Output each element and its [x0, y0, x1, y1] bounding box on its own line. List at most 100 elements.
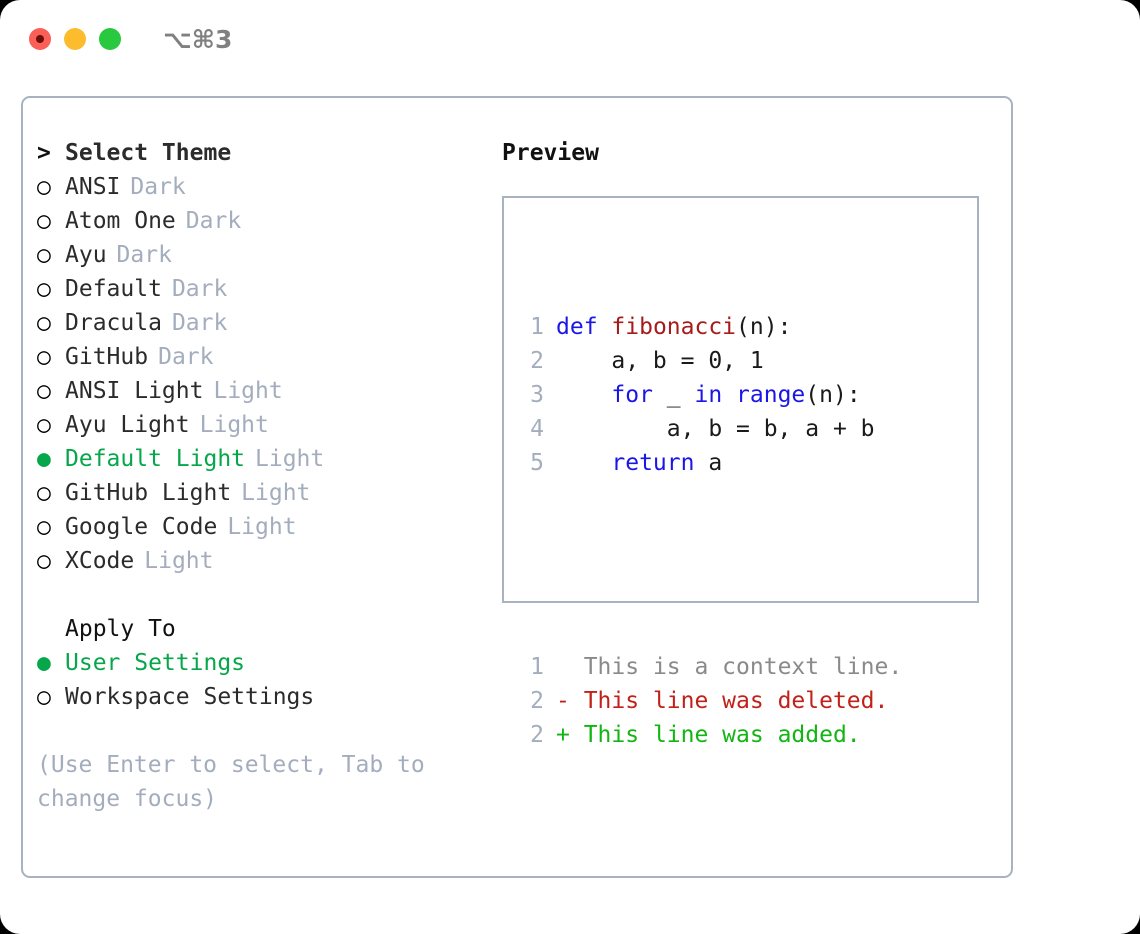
diff-line-text: This line was added. — [569, 722, 861, 748]
theme-option-ayu-light[interactable]: ○ Ayu Light Light — [37, 408, 497, 442]
radio-unselected-icon: ○ — [37, 412, 51, 438]
line-number: 1 — [530, 314, 544, 340]
theme-variant-badge: Light — [213, 378, 283, 404]
theme-option-dracula[interactable]: ○ Dracula Dark — [37, 306, 497, 340]
theme-variant-badge: Dark — [158, 344, 214, 370]
theme-variant-badge: Dark — [116, 242, 172, 268]
code-line: 1 def fibonacci(n): — [518, 310, 902, 344]
traffic-lights — [29, 28, 121, 50]
keyboard-shortcut-label: ⌥⌘3 — [163, 24, 233, 54]
list-spacer — [37, 578, 497, 612]
theme-variant-badge: Dark — [171, 310, 228, 336]
theme-option-label: Ayu Light — [65, 412, 190, 438]
code-line-text: a, b = b, a + b — [556, 412, 875, 446]
radio-unselected-icon: ○ — [37, 276, 51, 302]
diff-line: 2- This line was deleted. — [518, 684, 902, 718]
code-token: a — [694, 450, 723, 476]
theme-option-label: Google Code — [65, 514, 218, 540]
code-blank-line — [518, 548, 902, 582]
minimize-button[interactable] — [64, 28, 86, 50]
code-line: 5 return a — [518, 446, 902, 480]
radio-unselected-icon: ○ — [37, 548, 51, 574]
apply-to-option-user-settings[interactable]: ● User Settings — [37, 646, 497, 680]
apply-to-option-workspace-settings[interactable]: ○ Workspace Settings — [37, 680, 497, 714]
line-number: 1 — [530, 654, 544, 680]
radio-unselected-icon: ○ — [37, 378, 51, 404]
line-number: 2 — [530, 722, 544, 748]
radio-selected-icon: ● — [37, 650, 51, 676]
theme-option-label: ANSI Light — [65, 378, 204, 404]
code-token: range — [736, 382, 806, 408]
code-token — [556, 450, 611, 476]
theme-variant-badge: Light — [255, 446, 325, 472]
code-token: (n): — [805, 382, 861, 408]
radio-unselected-icon: ○ — [37, 514, 51, 540]
code-line: 4 a, b = b, a + b — [518, 412, 902, 446]
code-token: fibonacci — [611, 314, 737, 340]
line-number: 4 — [530, 416, 544, 442]
theme-picker-heading: > Select Theme — [37, 136, 497, 170]
diff-line: 2 + This line was added. — [518, 718, 902, 752]
diff-line-text: This line was deleted. — [569, 688, 889, 714]
zoom-button[interactable] — [99, 28, 121, 50]
theme-option-label: Dracula — [65, 310, 162, 336]
code-line: 2 a, b = 0, 1 — [518, 344, 902, 378]
heading-caret-icon: > — [37, 140, 51, 166]
theme-option-ansi-light[interactable]: ○ ANSI Light Light — [37, 374, 497, 408]
apply-to-option-label: User Settings — [65, 650, 246, 676]
radio-unselected-icon: ○ — [37, 480, 51, 506]
diff-lines: 1 This is a context line. 2- This line wa… — [518, 650, 902, 752]
theme-option-ayu[interactable]: ○ Ayu Dark — [37, 238, 497, 272]
radio-unselected-icon: ○ — [37, 208, 51, 234]
code-token — [598, 314, 612, 340]
theme-option-label: Default — [65, 276, 162, 302]
apply-to-list: ● User Settings ○ Workspace Settings — [37, 646, 497, 714]
theme-picker-heading-label: Select Theme — [65, 140, 232, 166]
line-number: 3 — [530, 382, 544, 408]
line-number: 5 — [530, 450, 544, 476]
theme-variant-badge: Light — [199, 412, 269, 438]
diff-marker: - — [556, 688, 570, 714]
code-line-text: def fibonacci(n): — [556, 310, 791, 344]
diff-marker: + — [556, 722, 570, 748]
theme-variant-badge: Dark — [130, 174, 186, 200]
line-number: 2 — [530, 688, 544, 714]
code-token: _ — [652, 382, 695, 408]
code-token: def — [556, 314, 598, 340]
radio-unselected-icon: ○ — [37, 310, 51, 336]
code-token: (n): — [736, 314, 792, 340]
theme-variant-badge: Light — [241, 480, 311, 506]
diff-line-text: This is a context line. — [569, 654, 903, 680]
code-token: in — [694, 382, 723, 408]
code-token: for — [611, 382, 653, 408]
close-button[interactable] — [29, 28, 51, 50]
theme-option-label: XCode — [65, 548, 135, 574]
theme-option-label: Atom One — [65, 208, 176, 234]
theme-option-default[interactable]: ○ Default Dark — [37, 272, 497, 306]
code-line-text: return a — [556, 446, 722, 480]
code-token: a, b = 0, 1 — [556, 348, 764, 374]
radio-unselected-icon: ○ — [37, 684, 51, 710]
apply-to-option-label: Workspace Settings — [65, 684, 315, 710]
keyboard-hint: (Use Enter to select, Tab to change focu… — [37, 752, 439, 812]
theme-option-label: GitHub Light — [65, 480, 232, 506]
code-token: return — [611, 450, 695, 476]
theme-variant-badge: Dark — [171, 276, 228, 302]
code-token: a, b = b, a + b — [556, 416, 875, 442]
apply-to-label: Apply To — [65, 616, 176, 642]
diff-marker — [556, 650, 570, 684]
theme-option-github-light[interactable]: ○ GitHub Light Light — [37, 476, 497, 510]
theme-option-label: Ayu — [65, 242, 107, 268]
radio-unselected-icon: ○ — [37, 242, 51, 268]
